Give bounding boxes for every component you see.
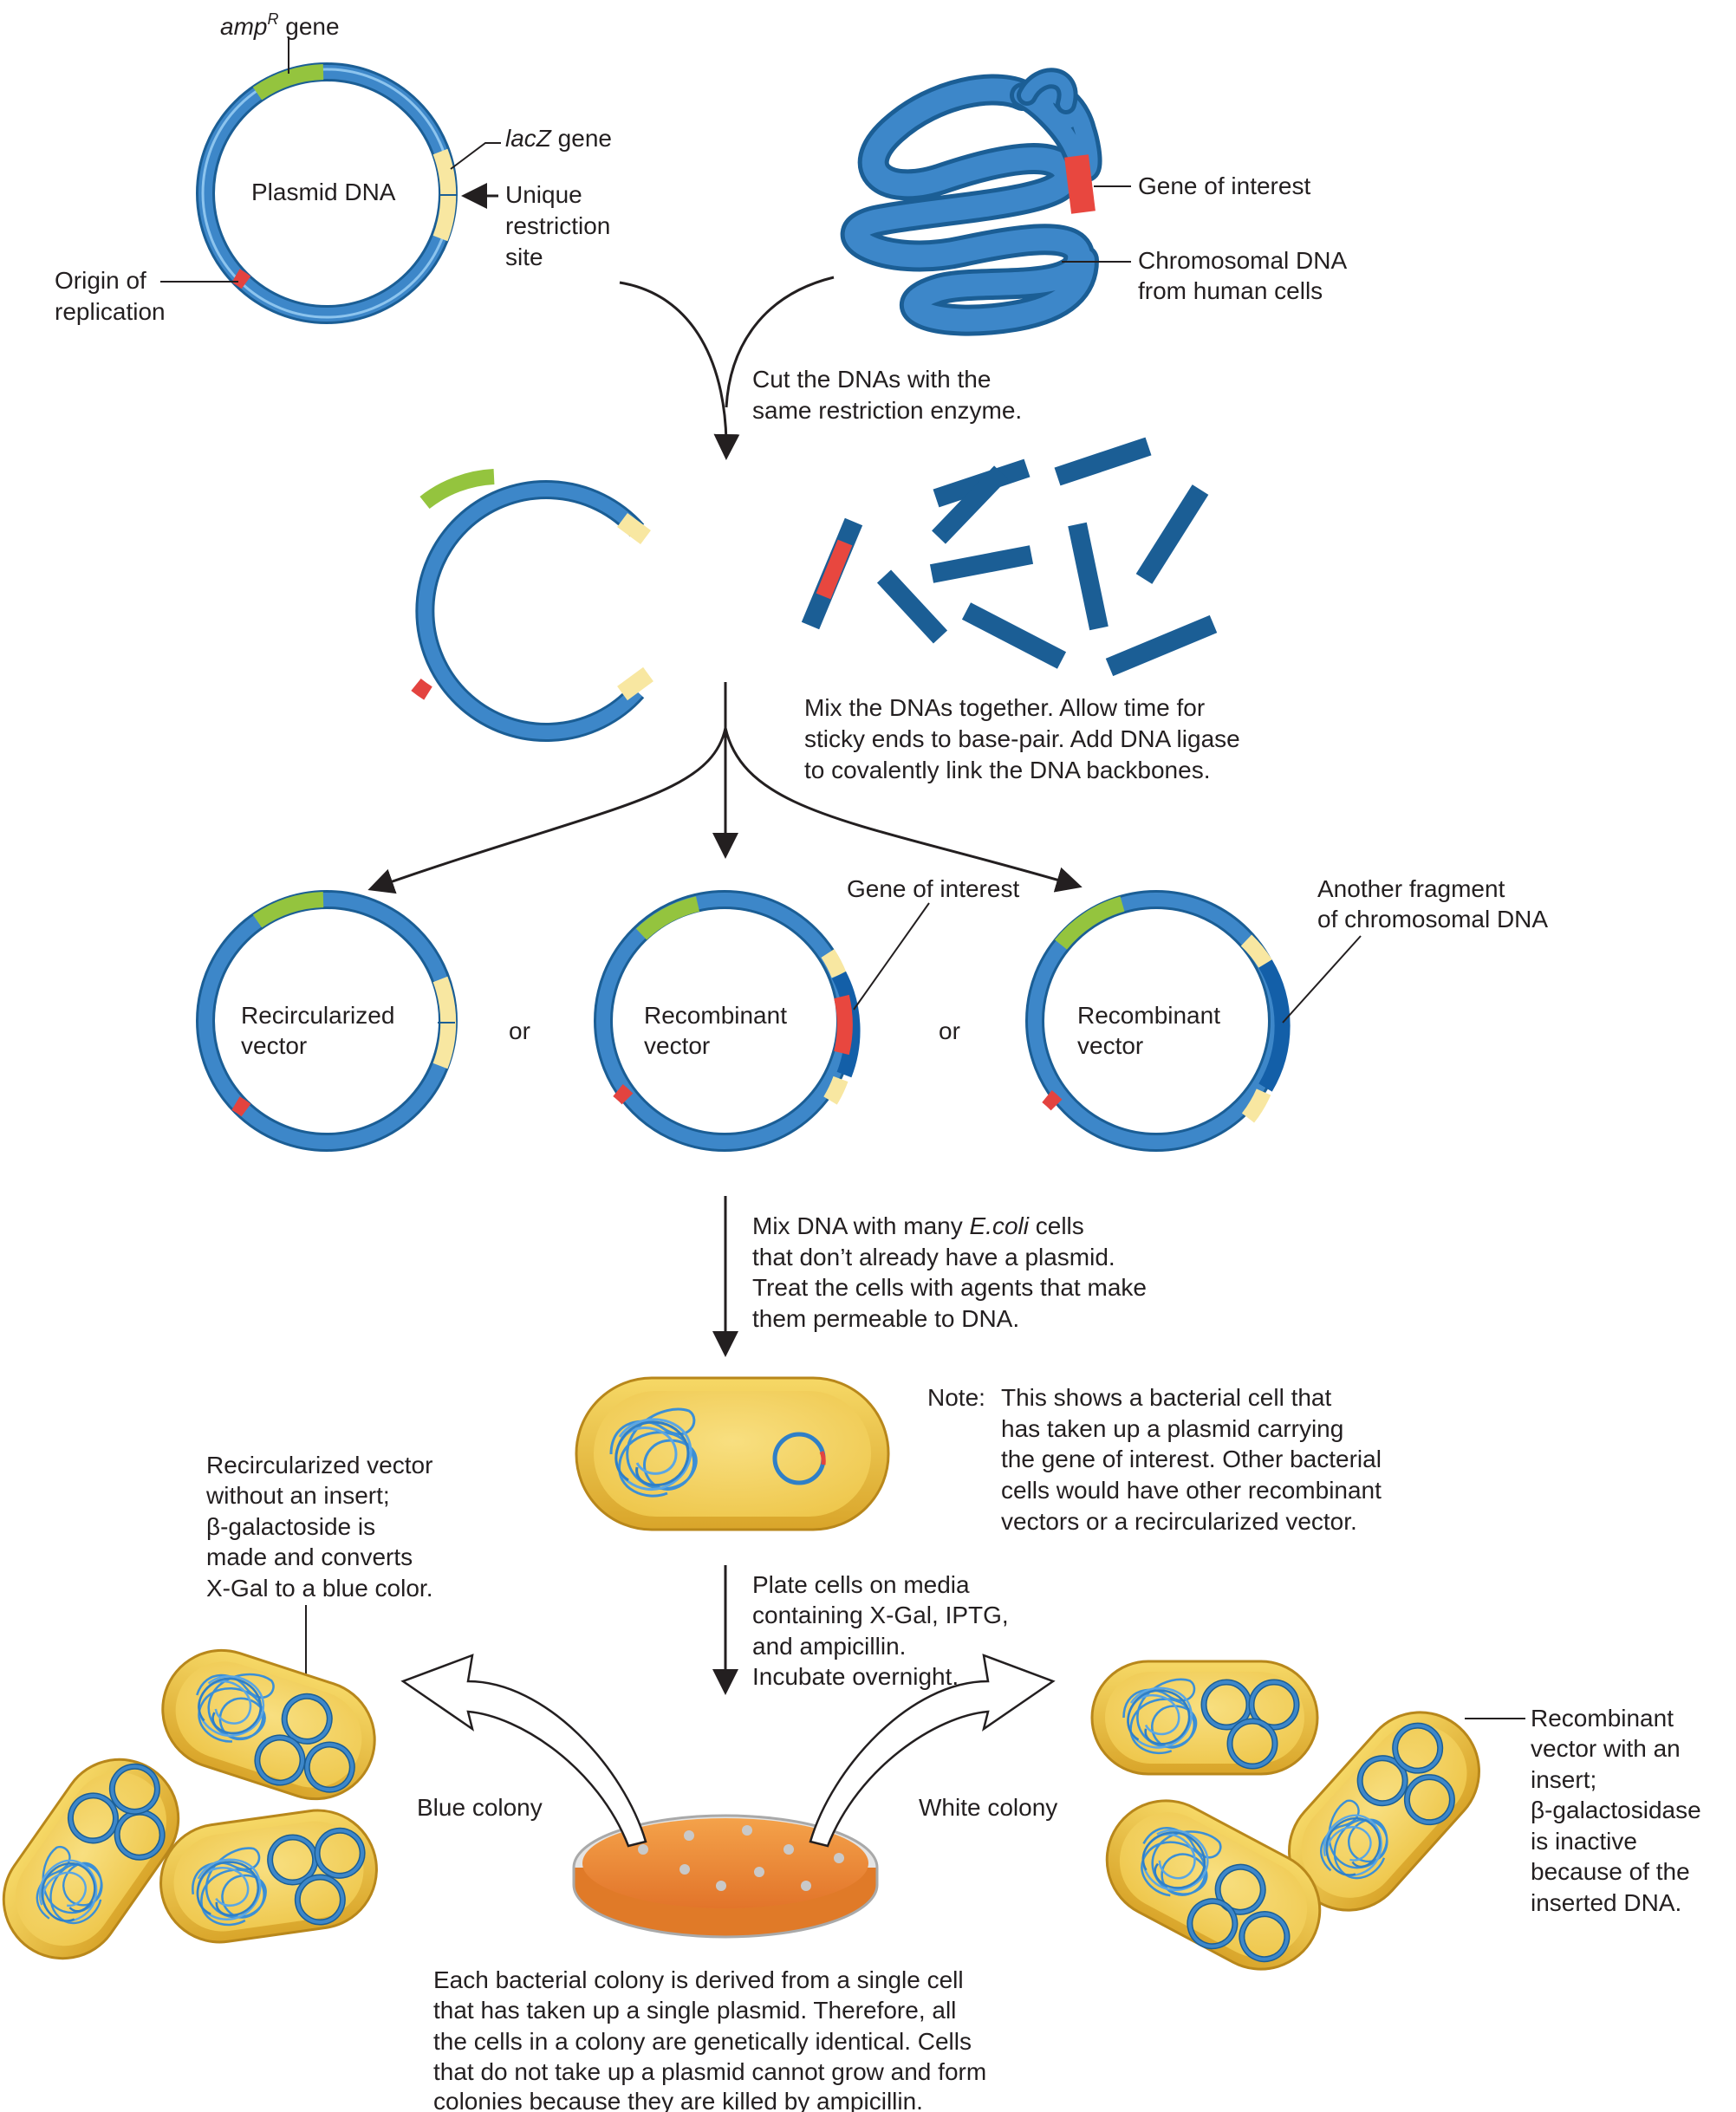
unique-site-label-2: restriction [505,212,610,239]
white-desc-5: is inactive [1531,1828,1637,1855]
note-text-5: vectors or a recircularized vector. [1001,1508,1357,1535]
recombinant-label-2b: vector [1077,1032,1143,1059]
or-label-1: or [509,1017,530,1044]
cut-plasmid [411,469,653,742]
note-text-2: has taken up a plasmid carrying [1001,1415,1343,1442]
ampR-gene-label: ampR gene [220,10,340,40]
ecoli-text-2: that don’t already have a plasmid. [752,1244,1115,1270]
gene-of-interest-label: Gene of interest [1138,172,1310,199]
unique-site-label-1: Unique [505,181,582,208]
cut-arrow-left [619,281,740,460]
blue-colony-label: Blue colony [417,1794,543,1821]
cut-arrow-right [725,276,835,408]
recircularized-label-2: vector [241,1032,307,1059]
bacterial-cell [575,1376,890,1531]
ecoli-text-3: Treat the cells with agents that make [752,1274,1147,1301]
ecoli-text-1: Mix DNA with many E.coli cells [752,1212,1084,1239]
chromosomal-dna-label-1: Chromosomal DNA [1138,247,1347,274]
plasmid-dna-label: Plasmid DNA [251,179,396,205]
mix-text-3: to covalently link the DNA backbones. [804,757,1210,783]
bottom-text-4: that do not take up a plasmid cannot gro… [433,2058,986,2085]
note-text-1: This shows a bacterial cell that [1001,1384,1332,1411]
blue-desc-3: β-galactoside is [206,1513,375,1540]
blue-colony-arrow [400,1654,647,1848]
recombinant-label-2a: Recombinant [1077,1002,1220,1029]
petri-dish [572,1814,879,1939]
white-desc-6: because of the [1531,1858,1690,1885]
white-desc-1: Recombinant [1531,1705,1674,1732]
plate-text-2: containing X-Gal, IPTG, [752,1602,1009,1628]
white-colony-label: White colony [919,1794,1057,1821]
mix-text-1: Mix the DNAs together. Allow time for [804,694,1205,721]
recombinant-vector-2 [1025,890,1291,1152]
mix-text-2: sticky ends to base-pair. Add DNA ligase [804,725,1240,752]
note-text-4: cells would have other recombinant [1001,1477,1382,1504]
recircularized-vector [196,890,458,1152]
another-fragment-label-2: of chromosomal DNA [1317,906,1548,933]
blue-colony-cells [2,1648,378,1960]
chromosomal-dna-coil [840,68,1102,336]
branch-arrow-right [724,727,1083,893]
recircularized-label-1: Recircularized [241,1002,394,1029]
recombinant-label-1b: vector [644,1032,710,1059]
another-fragment-label-1: Another fragment [1317,875,1505,902]
white-colony-cells [1090,1660,1480,1971]
gene-of-interest-segment [1064,154,1096,214]
plate-text-4: Incubate overnight. [752,1663,959,1690]
bottom-text-2: that has taken up a single plasmid. Ther… [433,1997,956,2024]
ampR-gene-segment [252,64,324,101]
ecoli-text-4: them permeable to DNA. [752,1305,1019,1332]
unique-site-label-3: site [505,244,543,270]
plate-text-1: Plate cells on media [752,1571,970,1598]
blue-desc-2: without an insert; [205,1482,390,1509]
bottom-text-3: the cells in a colony are genetically id… [433,2028,972,2055]
white-desc-4: β-galactosidase [1531,1797,1701,1823]
white-desc-7: inserted DNA. [1531,1889,1681,1916]
bottom-text-5: colonies because they are killed by ampi… [433,2088,923,2112]
cut-text-2: same restriction enzyme. [752,397,1022,424]
recombinant-label-1a: Recombinant [644,1002,787,1029]
bottom-text-1: Each bacterial colony is derived from a … [433,1966,964,1993]
blue-desc-5: X-Gal to a blue color. [206,1575,432,1602]
cut-text-1: Cut the DNAs with the [752,366,991,393]
gene-of-interest-label-2: Gene of interest [847,875,1019,902]
lacZ-gene-label: lacZ gene [505,125,612,152]
plasmid-dna-diagram [196,62,458,324]
blue-desc-4: made and converts [206,1543,413,1570]
note-text-3: the gene of interest. Other bacterial [1001,1446,1382,1472]
origin-label-2: replication [55,298,166,325]
origin-label-1: Origin of [55,267,146,294]
note-label: Note: [927,1384,985,1411]
branch-arrow-left [367,727,727,894]
plate-text-3: and ampicillin. [752,1633,906,1660]
blue-desc-1: Recircularized vector [206,1452,432,1478]
chromosomal-dna-label-2: from human cells [1138,277,1323,304]
white-colony-arrow [809,1654,1056,1848]
white-desc-2: vector with an [1531,1735,1681,1762]
or-label-2: or [939,1017,960,1044]
recombinant-vector-1 [594,890,861,1152]
white-desc-3: insert; [1531,1766,1596,1793]
dna-fragments [801,437,1218,677]
origin-segment [231,269,251,289]
